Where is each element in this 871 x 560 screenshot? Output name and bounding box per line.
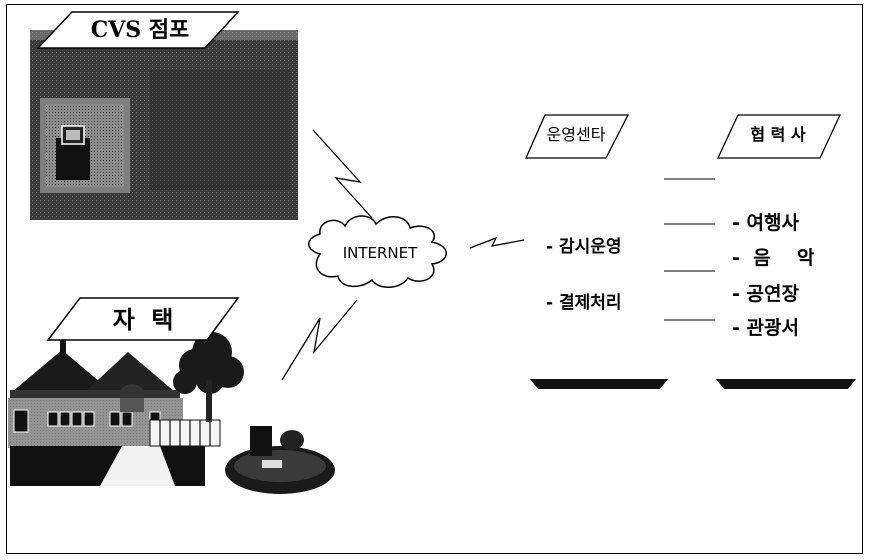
home-tag-shape [46, 297, 240, 341]
base-plates [530, 379, 856, 389]
center-tag-shape [525, 114, 630, 159]
partner-item: - 음 악 [732, 247, 815, 269]
lightning-link-icon [281, 129, 525, 381]
house-photo [8, 332, 335, 494]
partner-tag-shape [716, 114, 842, 159]
center-item: - 감시운영 [546, 237, 622, 257]
center-label: 운영센타 [546, 125, 606, 144]
internet-label: INTERNET [342, 244, 418, 262]
diagram-frame [6, 4, 863, 554]
partner-item: - 관광서 [732, 317, 799, 339]
store-label: CVS 점포 [90, 17, 190, 43]
store-tag-shape [36, 11, 240, 49]
center-item: - 결제처리 [546, 293, 622, 313]
cvs-store-photo [30, 30, 298, 220]
home-label: 자 택 [112, 306, 174, 334]
partner-label: 협 력 사 [750, 125, 806, 144]
partner-item: - 공연장 [732, 283, 799, 305]
partner-item: - 여행사 [732, 212, 799, 234]
connector-lines [664, 178, 715, 321]
internet-cloud-icon [308, 215, 447, 288]
